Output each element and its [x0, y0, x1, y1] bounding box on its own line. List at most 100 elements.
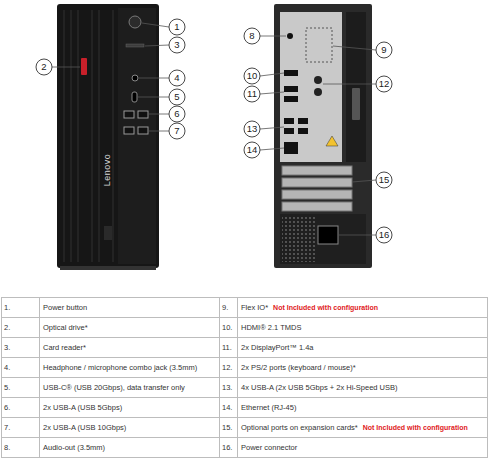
callout-number: 16: [376, 227, 392, 243]
front-foot: [60, 266, 156, 270]
leader-line: [260, 73, 284, 76]
power-button: [129, 16, 141, 28]
rib: [91, 10, 92, 262]
spec-table: 1. Power button 9.Flex IO* Not Included wit…: [1, 297, 488, 458]
callout-number: 8: [244, 28, 260, 44]
release-tab: [352, 88, 360, 120]
expansion-slot: [282, 178, 352, 187]
table-cell: 14.: [220, 398, 238, 418]
warning-label: [326, 136, 338, 146]
leader-line: [145, 45, 169, 46]
table-cell: 3.: [2, 338, 40, 358]
callout-number: 4: [169, 70, 185, 86]
usb-a-port: [284, 118, 294, 124]
table-cell: 5.: [2, 378, 40, 398]
leader-line: [333, 46, 376, 50]
item-number: 13.: [222, 383, 232, 392]
leader-line: [338, 235, 376, 236]
usb-a-port: [298, 118, 308, 124]
table-cell: 4.: [2, 358, 40, 378]
leader-line: [138, 97, 169, 98]
usb-a-port: [138, 127, 148, 134]
callout-circle: [244, 121, 260, 137]
item-description: Flex IO*: [241, 303, 268, 312]
item-description: Power connector: [241, 443, 297, 452]
callout-number: 13: [244, 121, 260, 137]
callout-number: 6: [169, 106, 185, 122]
item-number: 2.: [4, 323, 10, 332]
table-cell: 1.: [2, 298, 40, 318]
item-description: 2x USB-A (USB 10Gbps): [43, 423, 126, 432]
callout-number: 2: [36, 59, 52, 75]
item-description: 2x USB-A (USB 5Gbps): [43, 403, 122, 412]
table-cell: Power button: [40, 298, 220, 318]
table-cell: Card reader*: [40, 338, 220, 358]
optical-drive-mark: [81, 58, 87, 75]
table-cell: Optional ports on expansion cards*Not In…: [238, 418, 488, 438]
pc-illustration: [0, 0, 488, 296]
table-cell: 8.: [2, 438, 40, 458]
callout-number: 3: [169, 37, 185, 53]
item-description: Power button: [43, 303, 87, 312]
table-cell: Ethernet (RJ-45): [238, 398, 488, 418]
table-cell: 7.: [2, 418, 40, 438]
usb-c-port: [132, 92, 137, 102]
callout-circle: [169, 123, 185, 139]
table-cell: 2x USB-A (USB 10Gbps): [40, 418, 220, 438]
rib: [112, 10, 113, 262]
callout-number: 5: [169, 89, 185, 105]
back-case: [274, 4, 372, 268]
callout-circle: [36, 59, 52, 75]
item-number: 7.: [4, 423, 10, 432]
usb-a-port: [138, 111, 148, 118]
front-case: [57, 4, 159, 268]
rib: [98, 10, 99, 262]
ps2-port: [314, 76, 322, 84]
item-number: 12.: [222, 363, 232, 372]
front-ribs: [64, 10, 113, 262]
displayport: [284, 96, 298, 102]
power-connector: [318, 226, 338, 244]
table-cell: Power connector: [238, 438, 488, 458]
usb-a-port: [284, 128, 294, 134]
leader-line: [149, 114, 169, 115]
usb-a-port: [298, 128, 308, 134]
leader-line: [149, 131, 169, 132]
leader-lines: [52, 23, 376, 235]
callout-number: 1: [169, 19, 185, 35]
callout-circle: [376, 42, 392, 58]
table-cell: Flex IO* Not Included with configuration: [238, 298, 488, 318]
table-cell: 4x USB-A (2x USB 5Gbps + 2x Hi-Speed USB…: [238, 378, 488, 398]
lock-slot: [104, 226, 112, 240]
table-cell: 15.: [220, 418, 238, 438]
item-description: 4x USB-A (2x USB 5Gbps + 2x Hi-Speed USB…: [241, 383, 398, 392]
ps2-port: [314, 88, 322, 96]
expansion-slot: [282, 202, 352, 211]
leader-line: [323, 84, 376, 85]
callout-number: 7: [169, 123, 185, 139]
table-row: 8.Audio-out (3.5mm)16.Power connector: [2, 438, 488, 458]
rib: [63, 10, 64, 262]
item-number: 1.: [4, 303, 10, 312]
item-number: 14.: [222, 403, 232, 412]
ethernet-port: [284, 142, 298, 154]
callout-number: 10: [244, 68, 260, 84]
callout-circle: [244, 86, 260, 102]
item-description: Ethernet (RJ-45): [241, 403, 296, 412]
table-cell: Headphone / microphone combo jack (3.5mm…: [40, 358, 220, 378]
table-cell: 9.: [220, 298, 238, 318]
audio-out-port: [287, 33, 293, 39]
table-cell: Optical drive*: [40, 318, 220, 338]
config-note: Not Included with configuration: [273, 304, 378, 311]
back-view: [274, 4, 372, 268]
port-column: [118, 8, 156, 264]
psu-grille: [282, 216, 316, 262]
front-view: [57, 4, 159, 270]
audio-jack: [132, 75, 138, 81]
item-description: Optical drive*: [43, 323, 88, 332]
callout-circle: [169, 19, 185, 35]
item-number: 10.: [222, 323, 232, 332]
table-cell: 12.: [220, 358, 238, 378]
callout-number: 15: [376, 172, 392, 188]
